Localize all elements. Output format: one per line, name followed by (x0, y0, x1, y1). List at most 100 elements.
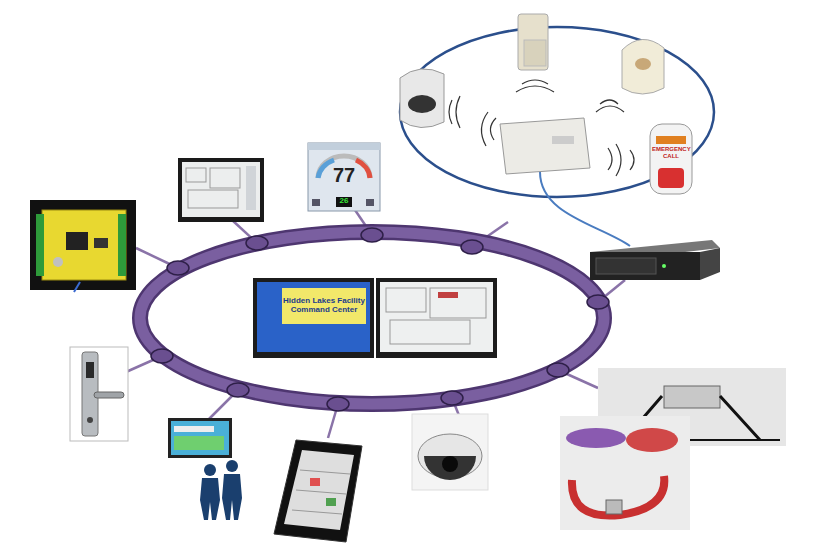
rfid-wristbands (560, 416, 690, 530)
ring-node-dot-part (547, 363, 569, 377)
radio-waves-part (456, 96, 460, 128)
radio-waves-part (608, 148, 612, 170)
access-panel-part (53, 257, 63, 267)
digital-sign-part (174, 436, 224, 450)
command-center-screens-part (380, 282, 493, 352)
emergency-pendant-part (650, 124, 692, 194)
access-panel-part (118, 214, 126, 276)
tablet-part (274, 440, 362, 542)
people-silhouette-part (222, 474, 242, 520)
radio-waves-part (516, 86, 554, 92)
command-center-screens-part (386, 288, 426, 312)
floorplan-monitor-part (182, 162, 260, 217)
tablet-part (326, 498, 336, 506)
access-panel-part (66, 232, 88, 250)
tag-reader-part (664, 386, 720, 408)
network-ring (140, 232, 604, 404)
tablet-part (284, 450, 354, 530)
thermostat-window-part (308, 143, 380, 150)
ring-node-dot-part (151, 349, 173, 363)
radio-waves-part (616, 144, 621, 176)
emergency-pendant-part (658, 168, 684, 188)
setpoint-digits: 26 (336, 197, 352, 206)
command-center-screens-part (257, 282, 370, 352)
radio-waves-part (596, 106, 624, 112)
floorplan-monitor-part (186, 168, 206, 182)
ring-node-dot-part (246, 236, 268, 250)
floorplan-monitor (178, 158, 264, 222)
radio-waves-part (490, 118, 496, 140)
emergency-pendant (650, 124, 692, 194)
base-station (500, 118, 590, 174)
wireless-oval (400, 27, 714, 197)
thermostat-window (308, 143, 380, 211)
people-silhouette-part (226, 460, 238, 472)
floorplan-monitor-part (178, 158, 264, 222)
server-unit-part (596, 258, 656, 274)
thermostat-window-part (356, 160, 370, 178)
command-center-screens-part (438, 292, 458, 298)
ring-stub (126, 210, 625, 438)
temperature-reading: 77 (322, 164, 366, 186)
access-panel-part (42, 210, 126, 280)
ring-node-dot-part (441, 391, 463, 405)
access-panel-part (94, 238, 108, 248)
floorplan-monitor-part (188, 190, 238, 208)
panic-button-part (635, 58, 651, 70)
motion-sensor (400, 69, 444, 128)
panic-button-part (622, 39, 664, 94)
command-center-screens-part (282, 288, 366, 324)
thermostat-window-part (312, 199, 320, 206)
radio-waves (449, 80, 634, 176)
door-sensor (518, 14, 548, 70)
access-panel-part (30, 200, 136, 290)
people-silhouette (200, 460, 242, 520)
radio-waves-part (630, 150, 634, 170)
dome-camera-part (424, 456, 476, 480)
people-silhouette-part (200, 478, 220, 520)
floorplan-monitor-part (246, 166, 256, 210)
rfid-wristbands-part (560, 416, 690, 530)
tablet-part (296, 490, 346, 494)
emergency-pendant-part (656, 136, 686, 144)
digital-sign-part (168, 418, 232, 458)
access-panel-part (36, 214, 44, 276)
dome-camera (412, 414, 488, 490)
floorplan-monitor-part (210, 168, 240, 188)
base-station-part (552, 136, 574, 144)
dome-camera-part (442, 456, 458, 472)
door-lock-part (94, 392, 124, 398)
server-unit (590, 240, 720, 280)
door-lock-part (70, 347, 128, 441)
command-center-screens-part (430, 288, 486, 318)
thermostat-window-part (308, 143, 380, 211)
command-center-screens-part (390, 320, 470, 344)
rfid-wristbands-part (572, 476, 664, 516)
radio-waves-part (522, 80, 548, 84)
ring-node-dot-part (461, 240, 483, 254)
rfid-wristbands-part (626, 428, 678, 452)
digital-sign-part (174, 426, 214, 432)
command-center-screens (253, 278, 497, 358)
thermostat-window-part (318, 160, 334, 178)
thermostat-window-part (366, 199, 374, 206)
radio-waves-part (449, 100, 452, 124)
ring-node-dot-part (361, 228, 383, 242)
network-ring-part (140, 232, 604, 404)
base-to-server-wire (540, 172, 630, 246)
access-panel (30, 200, 136, 292)
ring-node-dot-part (327, 397, 349, 411)
command-center-screens-part (253, 278, 374, 358)
tablet-part (300, 470, 350, 474)
dome-camera-part (412, 414, 488, 490)
door-sensor-part (524, 40, 546, 66)
door-sensor-part (518, 14, 548, 70)
panic-button (622, 39, 664, 94)
server-unit-part (590, 252, 700, 280)
thermostat-window-part (336, 197, 352, 207)
server-unit-part (700, 248, 720, 280)
radio-waves-part (600, 100, 618, 104)
tablet-part (310, 478, 320, 486)
